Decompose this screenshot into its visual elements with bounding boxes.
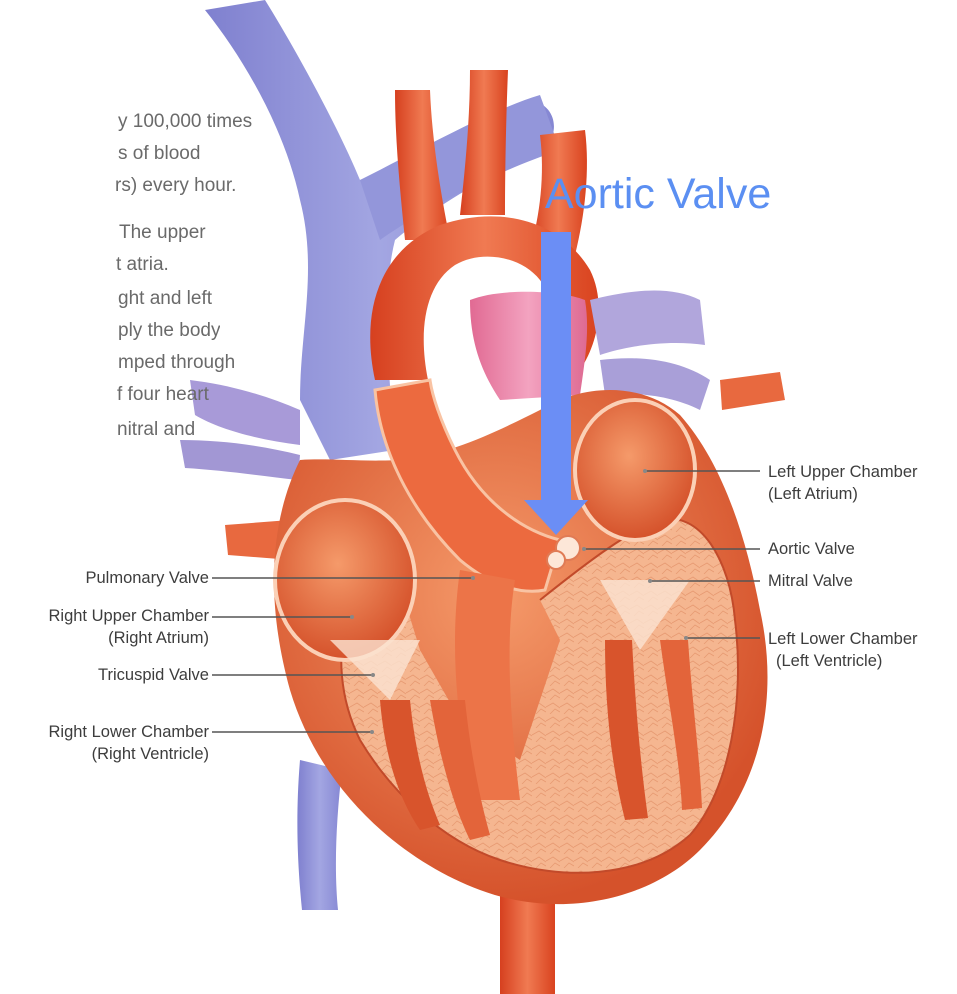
right-pulmonary-vein-2 [180,440,300,480]
intro-text-line: f four heart [117,384,209,406]
label-mitral-valve: Mitral Valve [768,570,853,592]
label-text: Tricuspid Valve [98,664,209,686]
label-left-atrium: Left Upper Chamber (Left Atrium) [768,461,918,505]
label-text: Pulmonary Valve [85,567,209,589]
label-text: (Left Ventricle) [768,650,918,672]
label-text: (Right Ventricle) [49,743,210,765]
left-atrium [575,400,695,540]
coronary-stub-right [720,372,785,410]
label-pulmonary-valve: Pulmonary Valve [85,567,209,589]
intro-text-line: nitral and [117,419,195,441]
intro-text-line: ply the body [118,320,220,342]
intro-text-line: The upper [119,222,206,244]
intro-text-line: mped through [118,352,235,374]
label-text: Left Lower Chamber [768,628,918,650]
left-pulmonary-vessels [590,291,705,355]
overlay-title-aortic-valve: Aortic Valve [545,170,771,219]
leader-dot [471,576,475,580]
leader-dot [371,673,375,677]
label-text: Right Lower Chamber [49,721,210,743]
leader-dot [643,469,647,473]
intro-text-line: y 100,000 times [118,111,252,133]
label-text: Aortic Valve [768,538,855,560]
intro-text-line: t atria. [116,254,169,276]
inferior-vena-cava [297,760,342,910]
right-atrium [275,500,415,660]
leader-dot [350,615,354,619]
label-text: Right Upper Chamber [49,605,210,627]
label-tricuspid-valve: Tricuspid Valve [98,664,209,686]
label-left-ventricle: Left Lower Chamber (Left Ventricle) [768,628,918,672]
label-text: (Left Atrium) [768,483,918,505]
leader-dot [582,547,586,551]
label-text: Left Upper Chamber [768,461,918,483]
intro-text-line: rs) every hour. [115,175,236,197]
label-right-atrium: Right Upper Chamber (Right Atrium) [49,605,210,649]
aortic-valve-cusp-2 [547,551,565,569]
leader-dot [648,579,652,583]
brachiocephalic-vein [360,95,560,240]
intro-text-line: s of blood [118,143,200,165]
intro-text-line: ght and left [118,288,212,310]
label-aortic-valve: Aortic Valve [768,538,855,560]
label-text: Mitral Valve [768,570,853,592]
leader-dot [370,730,374,734]
label-text: (Right Atrium) [49,627,210,649]
arrow-shaft [541,232,571,502]
label-right-ventricle: Right Lower Chamber (Right Ventricle) [49,721,210,765]
left-carotid-artery [460,70,508,215]
leader-dot [684,636,688,640]
